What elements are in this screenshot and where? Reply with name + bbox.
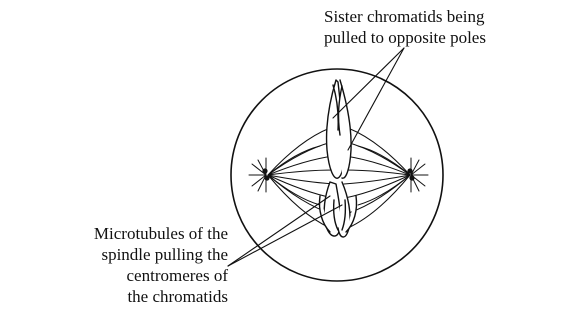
microtubules-callout-line: [228, 196, 330, 266]
sister-chromatids-callout-line-2: [348, 48, 404, 150]
microtubules-callout-line-2: [228, 205, 342, 266]
sister-chromatids-callout-line: [333, 48, 404, 118]
sister-chromatids-lower: [319, 182, 356, 237]
left-centrosome: [249, 158, 270, 192]
sister-chromatids-upper: [327, 80, 352, 178]
